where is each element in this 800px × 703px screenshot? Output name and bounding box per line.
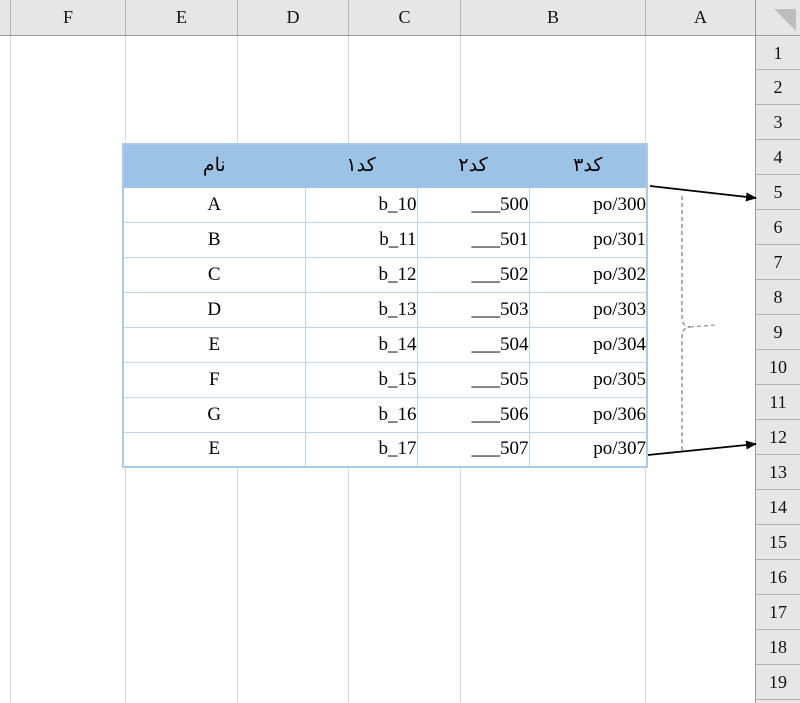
cell-nam[interactable]: A <box>122 186 306 223</box>
row-header-13[interactable]: 13 <box>756 455 800 490</box>
table-row[interactable]: po/302 ___502 b_12 C <box>122 256 648 293</box>
row-header-17[interactable]: 17 <box>756 595 800 630</box>
cell-nam[interactable]: G <box>122 396 306 433</box>
row-header-6[interactable]: 6 <box>756 210 800 245</box>
column-header-d[interactable]: D <box>237 0 348 35</box>
cell-kod1[interactable]: b_16 <box>304 396 418 433</box>
row-header-7[interactable]: 7 <box>756 245 800 280</box>
row-header-14[interactable]: 14 <box>756 490 800 525</box>
row-header-10[interactable]: 10 <box>756 350 800 385</box>
cell-kod1[interactable]: b_15 <box>304 361 418 398</box>
row-header-1[interactable]: 1 <box>756 36 800 70</box>
cell-kod2[interactable]: ___502 <box>416 256 530 293</box>
table-header-row: کد۳ کد۲ کد۱ نام <box>122 143 648 188</box>
cell-kod1[interactable]: b_10 <box>304 186 418 223</box>
data-table[interactable]: کد۳ کد۲ کد۱ نام po/300 ___500 b_10 A po/… <box>122 143 648 468</box>
column-label-kod2[interactable]: کد۲ <box>416 143 530 188</box>
cell-kod1[interactable]: b_14 <box>304 326 418 363</box>
row-header-3[interactable]: 3 <box>756 105 800 140</box>
row-header-4[interactable]: 4 <box>756 140 800 175</box>
cell-kod2[interactable]: ___506 <box>416 396 530 433</box>
cell-nam[interactable]: E <box>122 326 306 363</box>
cell-kod3[interactable]: po/301 <box>528 221 648 258</box>
cell-nam[interactable]: F <box>122 361 306 398</box>
column-header-e[interactable]: E <box>125 0 237 35</box>
cell-kod1[interactable]: b_12 <box>304 256 418 293</box>
column-header-b[interactable]: B <box>460 0 645 35</box>
row-header-15[interactable]: 15 <box>756 525 800 560</box>
cell-kod3[interactable]: po/306 <box>528 396 648 433</box>
cell-kod3[interactable]: po/302 <box>528 256 648 293</box>
cell-kod2[interactable]: ___501 <box>416 221 530 258</box>
cell-kod2[interactable]: ___507 <box>416 431 530 468</box>
cell-kod2[interactable]: ___500 <box>416 186 530 223</box>
column-label-nam[interactable]: نام <box>122 143 306 188</box>
table-row[interactable]: po/301 ___501 b_11 B <box>122 221 648 258</box>
table-body: po/300 ___500 b_10 A po/301 ___501 b_11 … <box>122 186 648 468</box>
column-header-c[interactable]: C <box>348 0 460 35</box>
select-all-triangle-icon <box>774 9 796 31</box>
cell-kod3[interactable]: po/300 <box>528 186 648 223</box>
table-row[interactable]: po/305 ___505 b_15 F <box>122 361 648 398</box>
cell-kod3[interactable]: po/307 <box>528 431 648 468</box>
row-header-11[interactable]: 11 <box>756 385 800 420</box>
column-label-kod1[interactable]: کد۱ <box>304 143 418 188</box>
table-row[interactable]: po/304 ___504 b_14 E <box>122 326 648 363</box>
row-header-19[interactable]: 19 <box>756 665 800 700</box>
cell-kod2[interactable]: ___503 <box>416 291 530 328</box>
arrow-to-row-12 <box>647 440 757 456</box>
cell-nam[interactable]: C <box>122 256 306 293</box>
cell-kod2[interactable]: ___505 <box>416 361 530 398</box>
cell-kod3[interactable]: po/304 <box>528 326 648 363</box>
row-header-2[interactable]: 2 <box>756 70 800 105</box>
gridline-vertical <box>10 36 11 703</box>
column-header-f[interactable]: F <box>10 0 125 35</box>
row-header-18[interactable]: 18 <box>756 630 800 665</box>
column-header-a[interactable]: A <box>645 0 755 35</box>
table-row[interactable]: po/303 ___503 b_13 D <box>122 291 648 328</box>
dashed-brace <box>681 196 717 452</box>
table-row[interactable]: po/306 ___506 b_16 G <box>122 396 648 433</box>
row-header-9[interactable]: 9 <box>756 315 800 350</box>
cell-kod3[interactable]: po/305 <box>528 361 648 398</box>
row-header-5[interactable]: 5 <box>756 175 800 210</box>
row-header-strip: 1 2 3 4 5 6 7 8 9 10 11 12 13 14 15 16 1… <box>755 0 800 703</box>
cell-kod1[interactable]: b_17 <box>304 431 418 468</box>
table-row[interactable]: po/300 ___500 b_10 A <box>122 186 648 223</box>
column-label-kod3[interactable]: کد۳ <box>528 143 648 188</box>
cell-kod2[interactable]: ___504 <box>416 326 530 363</box>
cell-nam[interactable]: E <box>122 431 306 468</box>
row-header-16[interactable]: 16 <box>756 560 800 595</box>
cell-kod1[interactable]: b_11 <box>304 221 418 258</box>
arrow-to-row-5 <box>649 185 757 202</box>
row-header-12[interactable]: 12 <box>756 420 800 455</box>
cell-kod3[interactable]: po/303 <box>528 291 648 328</box>
table-row[interactable]: po/307 ___507 b_17 E <box>122 431 648 468</box>
cell-nam[interactable]: D <box>122 291 306 328</box>
cell-kod1[interactable]: b_13 <box>304 291 418 328</box>
row-header-8[interactable]: 8 <box>756 280 800 315</box>
column-header-strip: F E D C B A <box>0 0 800 36</box>
cell-nam[interactable]: B <box>122 221 306 258</box>
select-all-button[interactable] <box>755 0 800 36</box>
